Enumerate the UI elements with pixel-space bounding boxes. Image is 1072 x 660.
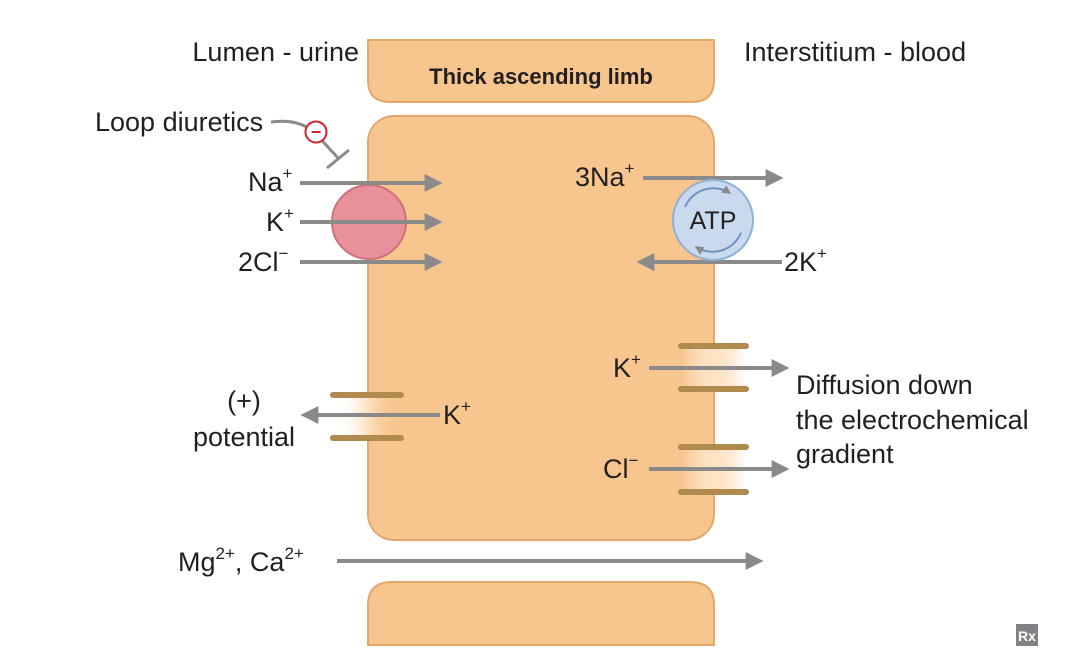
segment-title: Thick ascending limb	[429, 64, 653, 89]
diffusion-note-line1: Diffusion down	[796, 370, 973, 400]
cl-ion-label: 2Cl−	[238, 244, 289, 277]
inhibit-minus-icon: −	[304, 120, 328, 144]
svg-text:−: −	[311, 122, 322, 142]
upper-cell	[367, 39, 715, 103]
lumen-label: Lumen - urine	[192, 37, 359, 67]
tubular-cell	[367, 115, 715, 541]
na-ion-label: Na+	[248, 164, 293, 197]
k-secreted-label: K+	[443, 397, 471, 430]
lower-cell	[367, 581, 715, 646]
svg-text:Rx: Rx	[1018, 628, 1036, 644]
pump-cycle-icon	[684, 185, 742, 255]
na-k-atpase-pump	[672, 179, 754, 261]
loop-diuretics-label: Loop diuretics	[95, 107, 263, 137]
potential-label: potential	[193, 422, 295, 452]
k2-ion-label: 2K+	[784, 244, 827, 277]
inhibition-bar	[326, 148, 350, 170]
inhibition-line	[270, 119, 340, 160]
diffusion-note-line2: the electrochemical	[796, 405, 1029, 435]
mg-ca-label: Mg2+, Ca2+	[178, 544, 304, 577]
rx-logo: Rx	[1016, 624, 1038, 646]
k-basolateral-label: K+	[613, 350, 641, 383]
interstitium-label: Interstitium - blood	[744, 37, 966, 67]
k-ion-label: K+	[266, 204, 294, 237]
positive-potential-label: (+)	[227, 386, 261, 416]
cl-basolateral-label: Cl−	[603, 451, 639, 484]
na3-ion-label: 3Na+	[575, 159, 635, 192]
diffusion-note-line3: gradient	[796, 439, 894, 469]
atp-label: ATP	[690, 207, 737, 235]
